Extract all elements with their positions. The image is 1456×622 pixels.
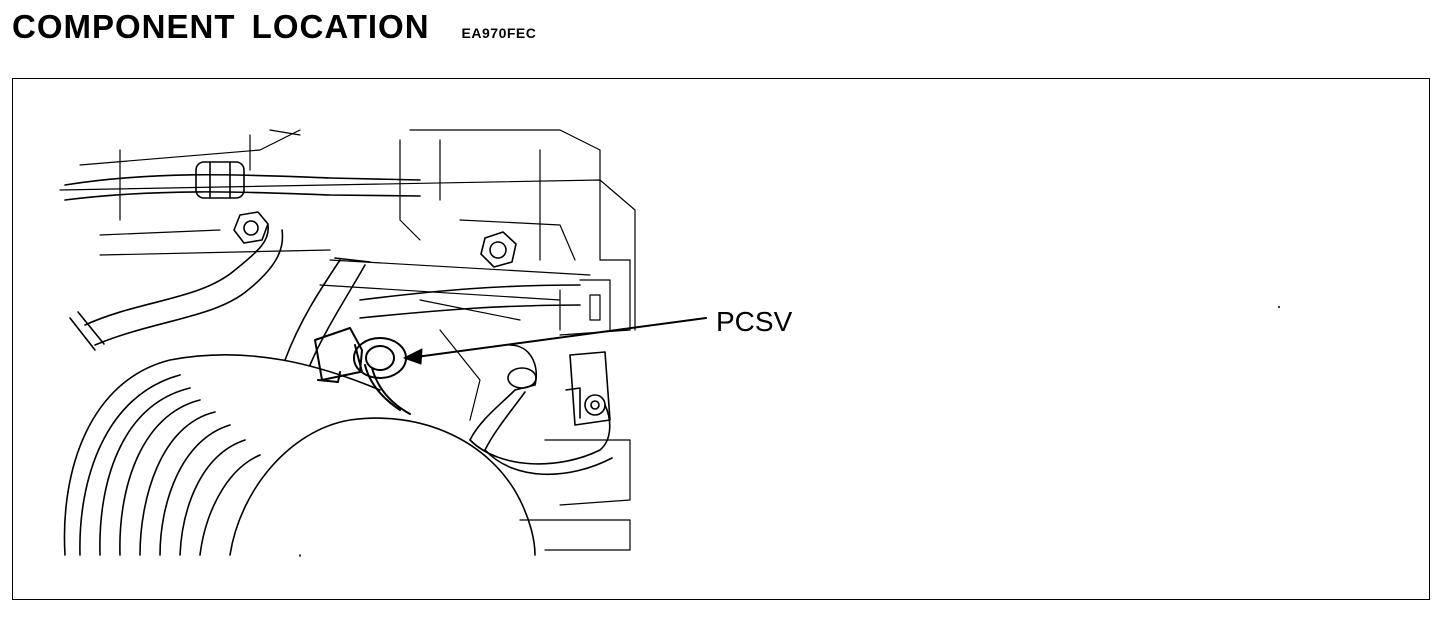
wiring-harness [469,344,613,476]
right-pipe [359,284,581,319]
center-hose [284,257,371,366]
pcsv-valve [314,327,411,415]
pcsv-label: PCSV [716,306,793,337]
engine-block-outline [59,129,636,551]
document-code: EA970FEC [461,25,537,41]
sensor-bracket [565,351,611,426]
bolt [480,231,517,268]
speck [1278,306,1280,308]
diagram-frame [12,78,1430,600]
air-intake-hose [63,354,536,557]
bolt [233,211,269,244]
page-title: COMPONENT LOCATION [12,8,430,45]
left-hose [69,224,284,351]
upper-hose [64,161,421,201]
page-header: COMPONENT LOCATION EA970FEC [12,8,536,46]
pcsv-callout-arrow [403,317,707,365]
